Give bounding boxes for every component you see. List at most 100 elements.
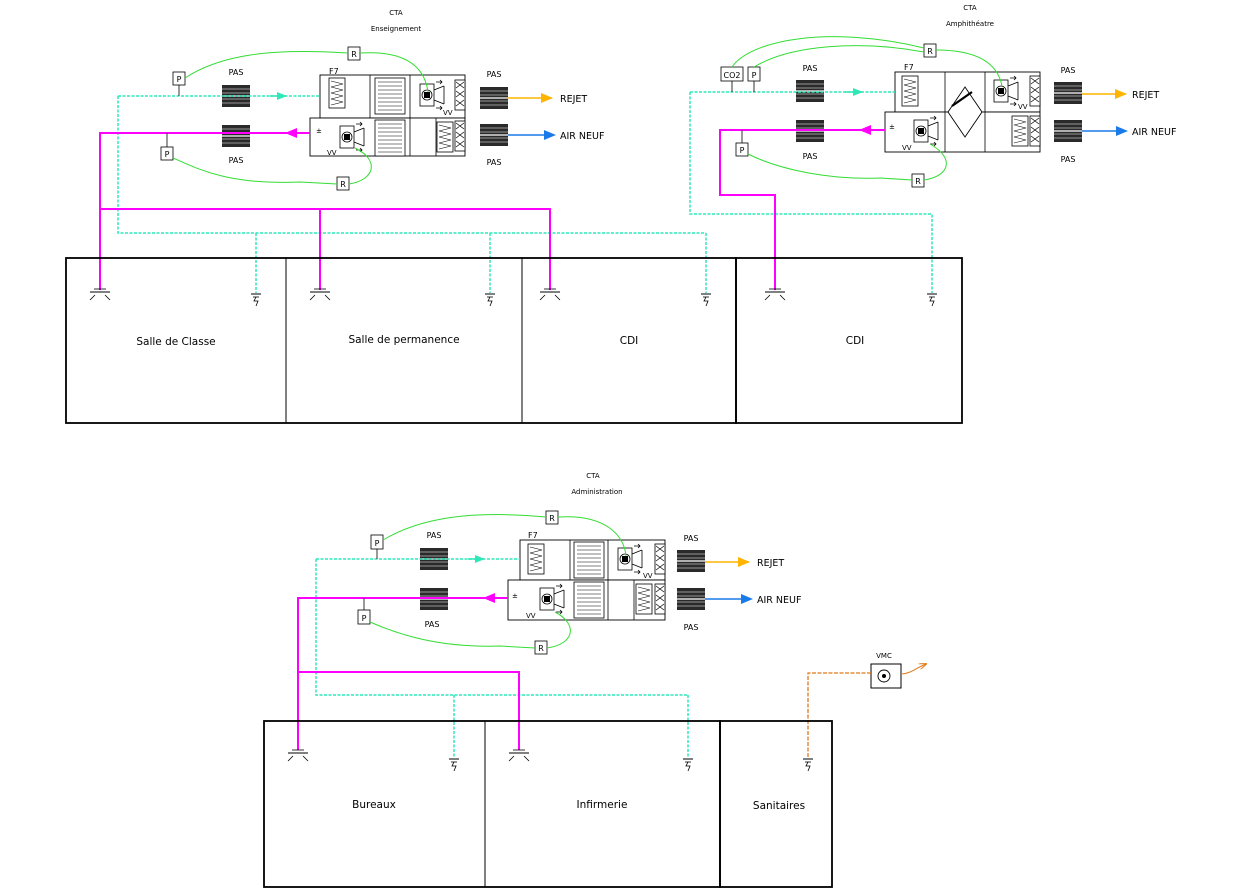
filter-f7-icon: [901, 75, 919, 107]
room-salle-de-permanence: Salle de permanence: [348, 334, 459, 346]
damper-icon: [654, 543, 666, 575]
filter-f7-icon: [328, 77, 346, 109]
control-wire: [557, 516, 627, 557]
room-cdi-2: [735, 257, 963, 424]
supply-marker: ±: [316, 127, 322, 135]
label-air-neuf: AIR NEUF: [1132, 127, 1176, 138]
control-wire: [359, 52, 429, 93]
control-wire: [923, 143, 947, 181]
supply-duct: [298, 671, 520, 750]
svg-text:CO2: CO2: [724, 71, 741, 80]
label-f7: F7: [329, 67, 339, 76]
cta-administration-title: CTA: [586, 472, 600, 480]
rooms-top: Salle de Classe Salle de permanence CDI …: [65, 257, 963, 424]
label-pas: PAS: [684, 623, 699, 632]
filter-icon: [635, 583, 653, 615]
damper-icon: [1029, 75, 1041, 107]
room-cdi-2-label: CDI: [846, 335, 865, 347]
label-pas: PAS: [487, 70, 502, 79]
vmc-unit: VMC: [807, 652, 926, 757]
label-pas: PAS: [803, 152, 818, 161]
supply-duct-main: [297, 597, 508, 750]
label-rejet: REJET: [757, 558, 784, 569]
filter-f7-icon: [527, 543, 545, 575]
supply-diffuser-icon: [309, 288, 331, 301]
control-wire: [747, 153, 913, 181]
extract-duct-main: [117, 96, 706, 234]
silencer-icon: [795, 79, 825, 103]
label-f7: F7: [904, 63, 914, 72]
control-wire: [369, 621, 536, 649]
label-vv: VV: [643, 572, 653, 580]
silencer-icon: [676, 587, 706, 611]
supply-duct: [100, 208, 551, 290]
vmc-label: VMC: [876, 652, 892, 660]
label-air-neuf: AIR NEUF: [560, 131, 604, 142]
label-f7: F7: [528, 531, 538, 540]
regulator: [347, 46, 361, 61]
silencer-icon: [676, 549, 706, 573]
label-pas: PAS: [1061, 66, 1076, 75]
supply-marker: ±: [889, 123, 895, 131]
svg-text:R: R: [351, 50, 357, 59]
label-vv: VV: [327, 149, 337, 157]
label-rejet: REJET: [1132, 90, 1159, 101]
room-bureaux: Bureaux: [352, 799, 396, 811]
label-pas: PAS: [684, 534, 699, 543]
label-pas: PAS: [427, 531, 442, 540]
extract-duct-main: [315, 559, 688, 696]
control-wire: [935, 49, 1003, 87]
room-infirmerie: Infirmerie: [577, 799, 628, 811]
heat-recovery-icon: [374, 77, 406, 115]
room-cdi-1: CDI: [620, 335, 639, 347]
silencer-icon: [479, 86, 509, 110]
extract-grille-icon: [700, 293, 712, 307]
extract-grille-icon: [448, 758, 460, 772]
extract-grille-icon: [802, 758, 814, 772]
supply-marker: ±: [512, 592, 518, 600]
coil-icon: [573, 581, 605, 619]
label-rejet: REJET: [560, 94, 587, 105]
supply-diffuser-icon: [89, 288, 111, 301]
cta-administration: CTA Administration ± F7 VV VV PAS PAS PA…: [357, 472, 801, 655]
cta-amphitheatre-title: CTA: [963, 4, 977, 12]
label-vv: VV: [902, 144, 912, 152]
cta-enseignement: CTA Enseignement ± F7 VV VV PAS PAS PAS …: [160, 9, 604, 191]
silencer-icon: [1053, 119, 1083, 143]
label-vv: VV: [443, 109, 453, 117]
damper-icon: [1029, 115, 1041, 147]
label-vv: VV: [526, 612, 536, 620]
extract-duct-branch: [255, 233, 707, 293]
control-wire: [753, 45, 925, 68]
regulator: [545, 510, 559, 525]
filter-icon: [436, 121, 454, 153]
svg-text:R: R: [340, 180, 346, 189]
supply-diffuser-icon: [508, 749, 530, 762]
control-wire: [172, 157, 338, 185]
extract-duct-main: [689, 92, 933, 293]
silencer-icon: [221, 124, 251, 148]
control-wire: [184, 50, 349, 79]
ducts-administration: [297, 549, 689, 757]
cta-amphitheatre-subtitle: Amphithéatre: [946, 20, 994, 28]
cta-administration-subtitle: Administration: [571, 488, 622, 496]
svg-text:R: R: [538, 644, 544, 653]
extract-grille-icon: [682, 758, 694, 772]
supply-diffuser-icon: [764, 288, 786, 301]
label-pas: PAS: [487, 158, 502, 167]
svg-text:P: P: [362, 614, 367, 623]
regulator: [911, 173, 925, 188]
rooms-bottom: Bureaux Infirmerie Sanitaires: [263, 720, 833, 888]
room-sanitaires-label: Sanitaires: [753, 800, 805, 812]
vmc-duct: [807, 672, 871, 757]
ducts-enseignement: [99, 85, 707, 293]
control-wire: [546, 611, 571, 649]
label-pas: PAS: [229, 156, 244, 165]
extract-grille-icon: [250, 293, 262, 307]
label-air-neuf: AIR NEUF: [757, 595, 801, 606]
svg-text:P: P: [752, 71, 757, 80]
control-wire: [731, 36, 925, 68]
silencer-icon: [479, 123, 509, 147]
supply-duct-main: [719, 129, 885, 290]
